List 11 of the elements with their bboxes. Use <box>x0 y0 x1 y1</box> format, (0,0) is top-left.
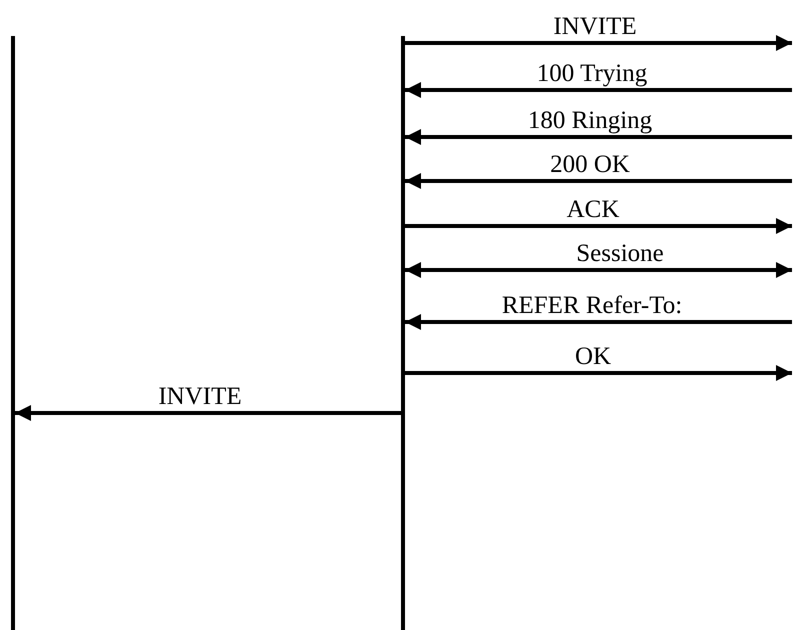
lifeline <box>11 36 15 630</box>
message-arrow <box>405 218 792 234</box>
message-arrow <box>15 405 401 421</box>
message-arrow <box>405 129 792 145</box>
message-arrow <box>405 35 792 51</box>
message-arrow <box>405 173 792 189</box>
message-arrow <box>405 314 792 330</box>
lifeline <box>401 36 405 630</box>
message-arrow <box>405 262 792 278</box>
message-arrow <box>405 365 792 381</box>
message-arrow <box>405 82 792 98</box>
